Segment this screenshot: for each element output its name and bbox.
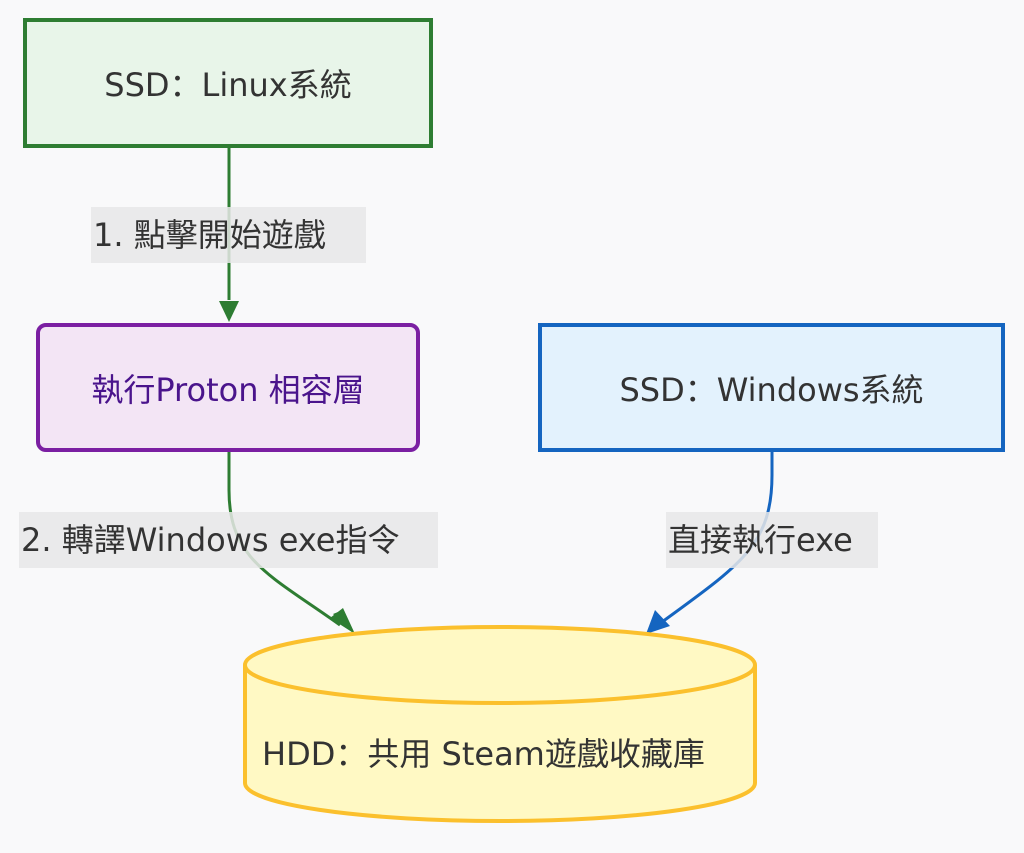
arrowhead-linux-to-proton (219, 301, 239, 322)
node-windows-ssd-label: SSD：Windows系統 (619, 370, 924, 409)
edge-label-click-start-game: 1. 點擊開始遊戲 (91, 207, 366, 263)
node-linux-ssd-label: SSD：Linux系統 (104, 66, 352, 104)
node-hdd-label: HDD：共用 Steam遊戲收藏庫 (262, 735, 705, 773)
node-windows-ssd: SSD：Windows系統 (538, 323, 1005, 452)
node-linux-ssd: SSD：Linux系統 (23, 18, 433, 148)
edge-label-translate-exe: 2. 轉譯Windows exe指令 (19, 512, 438, 568)
edge-label-run-exe-directly: 直接執行exe (666, 512, 878, 568)
node-proton-layer-label: 執行Proton 相容層 (91, 370, 365, 409)
arrowhead-proton-to-hdd-fill (330, 608, 355, 634)
hdd-cylinder-top (243, 625, 757, 705)
node-proton-layer: 執行Proton 相容層 (36, 323, 420, 452)
hdd-cylinder-body (243, 665, 757, 823)
arrowhead-windows-to-hdd (646, 610, 670, 634)
